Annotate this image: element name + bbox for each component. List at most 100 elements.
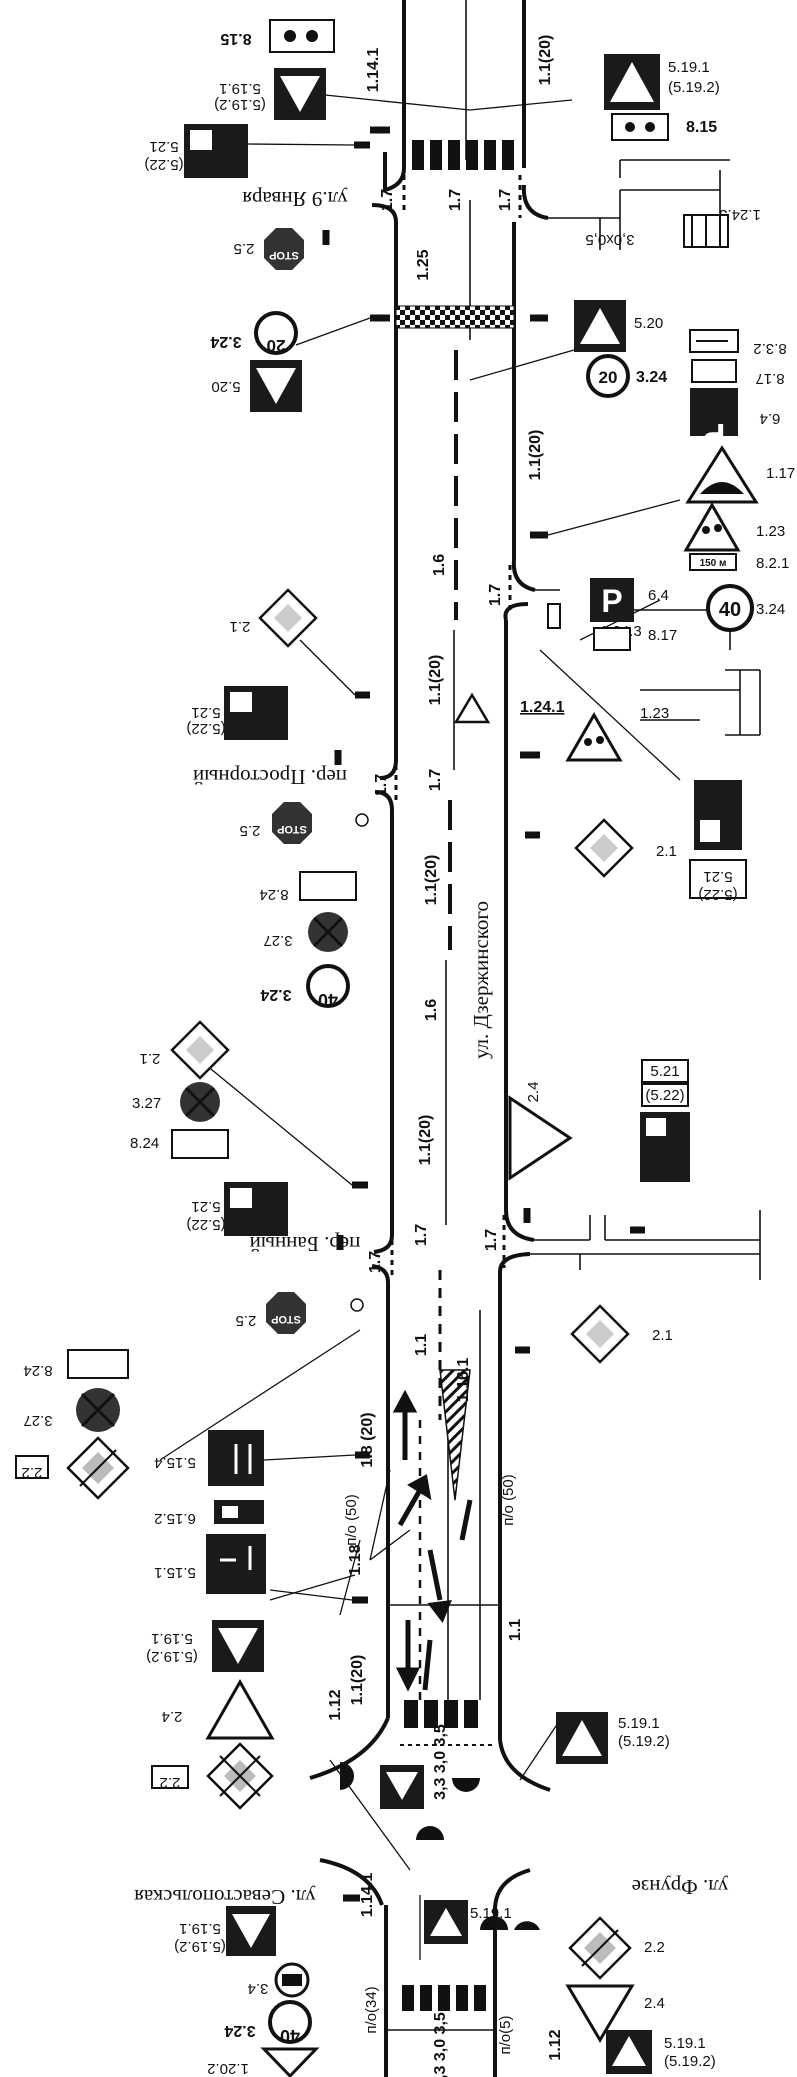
sign-3-24-a: 20 3.24 <box>210 311 298 355</box>
label-1-23: 1.23 <box>640 705 669 722</box>
sign-8-24-a: 8.24 <box>259 871 357 903</box>
svg-text:P: P <box>703 416 726 454</box>
svg-text:2.5: 2.5 <box>240 822 261 839</box>
sign-3-4: 3.4 <box>248 1962 310 1998</box>
svg-text:(5.19.2): (5.19.2) <box>174 1938 226 1955</box>
svg-text:2.1: 2.1 <box>230 618 251 635</box>
sign-3-27-a: 3.27 <box>263 912 348 952</box>
svg-text:2.4: 2.4 <box>644 1995 665 2012</box>
label-1-1-20-f: 1.1(20) <box>349 1655 366 1706</box>
svg-text:2.4: 2.4 <box>162 1708 183 1725</box>
svg-text:3.24: 3.24 <box>210 333 241 350</box>
svg-text:5.21: 5.21 <box>191 1198 220 1215</box>
traffic-lights <box>340 1762 540 1930</box>
svg-text:8.24: 8.24 <box>23 1362 52 1379</box>
svg-text:3.24: 3.24 <box>260 986 291 1003</box>
sign-8-17-a: 8.17 <box>691 359 785 387</box>
svg-text:3.24: 3.24 <box>224 2022 255 2039</box>
sign-8-15-b: 8.15 <box>611 113 717 141</box>
svg-text:40: 40 <box>719 599 741 621</box>
sign-5-21-d: 5.21 (5.22) <box>186 1182 288 1236</box>
svg-text:3.27: 3.27 <box>23 1412 52 1429</box>
sign-3-24-d: 40 3.24 <box>260 964 350 1010</box>
svg-text:6.15.2: 6.15.2 <box>154 1510 196 1527</box>
road-edges <box>309 0 761 2077</box>
label-1-7-g: 1.7 <box>413 1224 430 1246</box>
svg-text:(5.22): (5.22) <box>645 1087 684 1104</box>
sign-3-27-b: 3.27 <box>132 1082 220 1122</box>
svg-text:8.15: 8.15 <box>220 30 251 47</box>
label-1-1-20-d: 1.1(20) <box>423 855 440 906</box>
svg-text:8.15: 8.15 <box>686 119 717 136</box>
svg-text:20: 20 <box>267 336 286 355</box>
label-1-1-20-c: 1.1(20) <box>427 655 444 706</box>
sign-5-21-b: 5.21 (5.22) <box>186 686 288 740</box>
sign-5-21-c: 5.21 (5.22) <box>689 780 747 903</box>
sign-2-4-a: 2.4 <box>508 1082 573 1181</box>
label-1-7-b: 1.7 <box>447 189 464 211</box>
svg-text:8.24: 8.24 <box>130 1135 159 1152</box>
svg-text:5.19.1: 5.19.1 <box>219 80 261 97</box>
label-po-50-b: п/о (50) <box>500 1474 517 1525</box>
crosswalk-top <box>412 140 514 170</box>
sign-5-19-1-e: 5.19.1 <box>380 1765 512 1944</box>
svg-text:5.19.1: 5.19.1 <box>668 59 710 76</box>
sign-3-27-c: 3.27 <box>23 1388 120 1432</box>
speed-bump-1-25 <box>395 305 515 329</box>
label-po-50-a: п/о (50) <box>343 1494 360 1545</box>
svg-text:5.15.4: 5.15.4 <box>154 1454 196 1471</box>
label-1-12-a: 1.12 <box>327 1689 344 1720</box>
sign-8-17-b: 8.17 <box>593 627 677 651</box>
label-po-5: п/о(5) <box>497 2016 514 2055</box>
label-1-1-20-e: 1.1(20) <box>417 1115 434 1166</box>
svg-text:150 м: 150 м <box>700 558 727 569</box>
crosswalk-bottom <box>402 1985 486 2011</box>
sign-5-19-1-d: 5.19.1 (5.19.2) <box>556 1712 670 1764</box>
svg-text:5.20: 5.20 <box>211 378 240 395</box>
label-lanes-b: 3,3 3,0 3,5 <box>432 2012 449 2077</box>
label-1-1-20-top: 1.1(20) <box>537 35 554 86</box>
svg-text:40: 40 <box>280 2026 300 2046</box>
sign-3-24-c: 40 3.24 <box>706 584 785 632</box>
sign-5-21-e: 5.21 (5.22) <box>640 1059 690 1182</box>
svg-text:6.4: 6.4 <box>648 587 669 604</box>
sign-8-24-c: 8.24 <box>23 1349 129 1379</box>
svg-text:8.24: 8.24 <box>259 886 288 903</box>
label-1-7-c: 1.7 <box>497 189 514 211</box>
svg-text:5.15.1: 5.15.1 <box>154 1564 196 1581</box>
svg-text:2.5: 2.5 <box>234 240 255 257</box>
lane-arrows <box>392 1389 473 1692</box>
sign-2-2-c: 2.2 <box>568 1916 665 1980</box>
svg-text:3.24: 3.24 <box>636 369 667 386</box>
sign-2-5-a: STOP 2.5 <box>234 228 304 270</box>
label-1-1-20-b: 1.1(20) <box>527 430 544 481</box>
street-prostorny: пер. Просторный <box>193 765 347 789</box>
label-3x05: 3,0х0,5 <box>585 231 634 248</box>
street-main: ул. Дзержинского <box>469 901 493 1059</box>
label-1-25: 1.25 <box>415 249 432 280</box>
sign-5-19-1-a: 5.19.1 (5.19.2) <box>214 68 326 120</box>
sign-5-20-a: 5.20 <box>211 360 302 412</box>
sign-1-23-inroad <box>453 692 491 724</box>
svg-text:5.20: 5.20 <box>634 315 663 332</box>
svg-text:2.1: 2.1 <box>656 843 677 860</box>
svg-text:STOP: STOP <box>269 249 299 261</box>
sign-2-1-d: 2.1 <box>570 1304 673 1364</box>
sign-posts <box>322 126 645 1902</box>
svg-text:5.19.1: 5.19.1 <box>151 1630 193 1647</box>
svg-text:2.4: 2.4 <box>525 1082 542 1103</box>
svg-text:8.17: 8.17 <box>755 370 784 387</box>
label-1-1-a: 1.1 <box>413 1334 430 1356</box>
sign-2-1-b: 2.1 <box>574 818 677 878</box>
sign-5-19-1-g: 5.19.1 (5.19.2) <box>606 2030 716 2074</box>
svg-text:5.19.1: 5.19.1 <box>664 2035 706 2052</box>
svg-text:8.2.1: 8.2.1 <box>756 555 789 572</box>
sign-3-24-e: 40 3.24 <box>224 2000 312 2046</box>
sign-1-23: 1.23 <box>683 502 785 552</box>
street-labels: ул. Дзержинского ул.9 Января пер. Просто… <box>134 187 728 1909</box>
svg-text:(5.19.2): (5.19.2) <box>214 96 266 113</box>
svg-text:3.27: 3.27 <box>132 1095 161 1112</box>
svg-text:2.2: 2.2 <box>160 1774 181 1791</box>
svg-text:2.1: 2.1 <box>652 1327 673 1344</box>
label-1-7-h: 1.7 <box>483 1229 500 1251</box>
